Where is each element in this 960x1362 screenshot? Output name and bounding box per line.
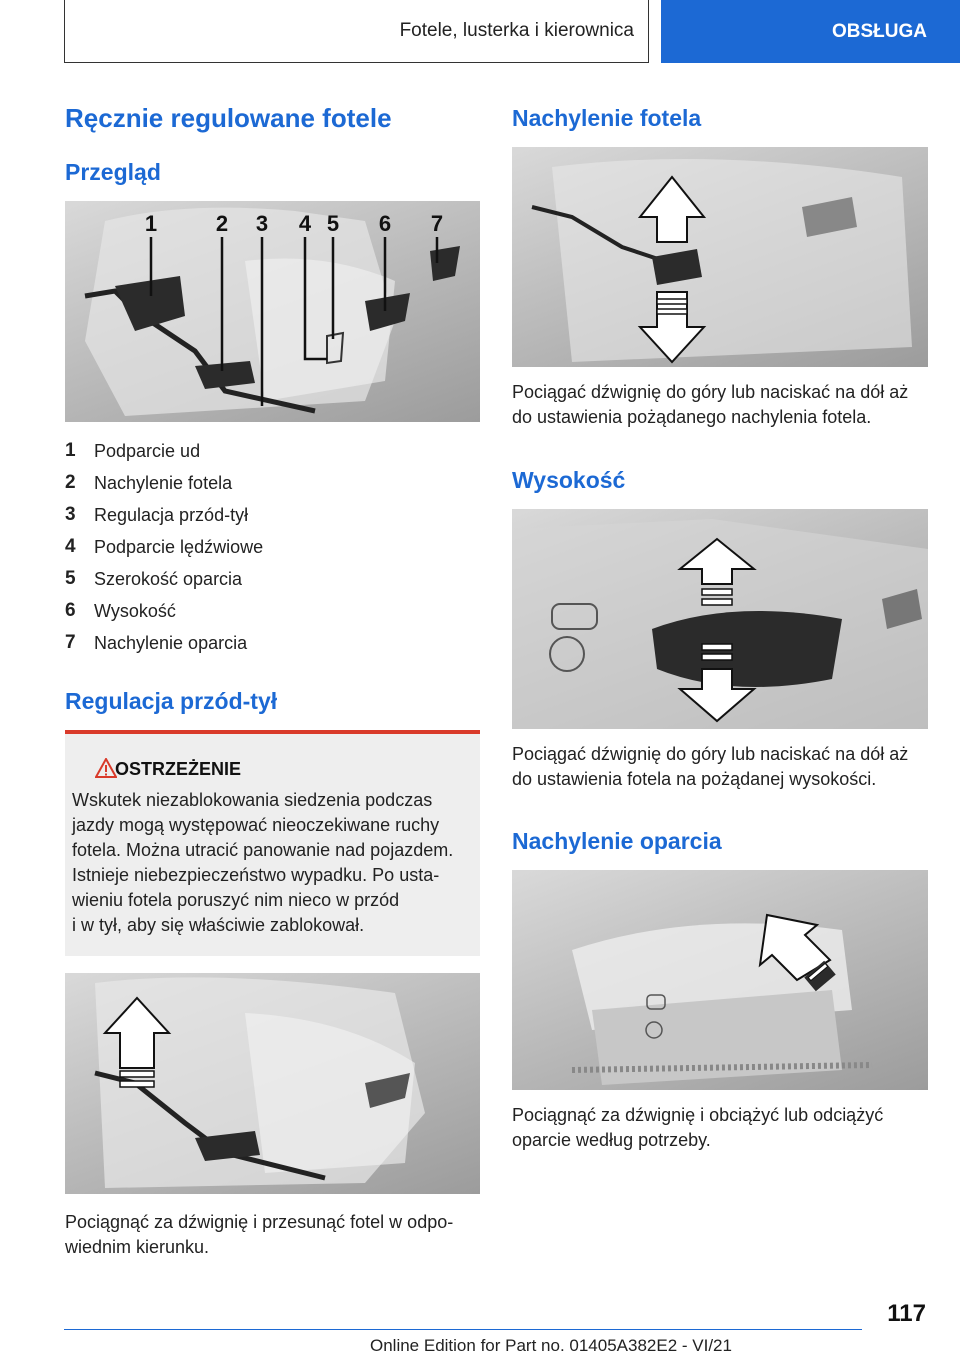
height-heading: Wysokość (512, 467, 626, 493)
tilt-illustration (531, 159, 912, 364)
seat-overview-image: 1 2 3 4 5 6 7 (65, 201, 480, 422)
legend-item: 2 Nachylenie fotela (65, 467, 480, 499)
legend-item: 4 Podparcie lędźwiowe (65, 531, 480, 563)
height-caption: Pociągać dźwignię do góry lub naciskać n… (512, 742, 932, 792)
header-tab-label: OBSŁUGA (832, 20, 927, 42)
legend-label: Regulacja przód-tył (94, 504, 249, 525)
legend-number: 3 (65, 504, 76, 525)
callout-4: 4 (299, 211, 312, 236)
callout-1: 1 (145, 211, 157, 236)
caption-line: do ustawienia pożądanego nachylenia fote… (512, 407, 872, 427)
tilt-caption: Pociągać dźwignię do góry lub naciskać n… (512, 380, 932, 430)
caption-line: Pociągać dźwignię do góry lub naciskać n… (512, 382, 909, 402)
warning-line: i w tył, aby się właściwie zablokował. (72, 915, 365, 935)
fore-aft-arrow (102, 996, 172, 1088)
backrest-illustration (571, 913, 873, 1085)
legend-number: 2 (65, 472, 76, 493)
legend-number: 7 (65, 632, 76, 653)
warning-box: OSTRZEŻENIE Wskutek niezablokowania sied… (65, 730, 480, 956)
fore-aft-caption: Pociągnąć za dźwignię i przesunąć fotel … (65, 1210, 480, 1260)
warning-triangle-icon (95, 758, 117, 778)
warning-line: wieniu fotela poruszyć nim nieco w przód (72, 890, 400, 910)
footer-edition: Online Edition for Part no. 01405A382E2 … (370, 1336, 732, 1355)
legend-label: Szerokość oparcia (94, 568, 243, 589)
caption-line: do ustawienia fotela na pożądanej wysoko… (512, 769, 877, 789)
legend-label: Nachylenie oparcia (94, 632, 248, 653)
overview-heading: Przegląd (65, 159, 161, 185)
legend-label: Nachylenie fotela (94, 472, 233, 493)
caption-line: wiednim kierunku. (65, 1237, 210, 1257)
header-section-label: Fotele, lusterka i kierownica (399, 20, 634, 41)
footer-divider (64, 1329, 862, 1330)
callout-7: 7 (431, 211, 443, 236)
caption-line: Pociągać dźwignię do góry lub naciskać n… (512, 744, 909, 764)
height-illustration (512, 519, 928, 729)
backrest-heading: Nachylenie oparcia (512, 828, 722, 854)
page-title: Ręcznie regulowane fotele (65, 103, 392, 133)
header-section-title: Fotele, lusterka i kierownica (64, 0, 649, 63)
height-image (512, 509, 928, 729)
fore-aft-heading: Regulacja przód-tył (65, 688, 278, 714)
legend-number: 5 (65, 568, 76, 589)
callout-2: 2 (216, 211, 228, 236)
legend-number: 6 (65, 600, 76, 621)
warning-title: OSTRZEŻENIE (115, 759, 242, 779)
caption-line: oparcie według potrzeby. (512, 1130, 711, 1150)
backrest-arrow (758, 913, 836, 992)
tilt-heading: Nachylenie fotela (512, 105, 702, 131)
warning-text: Wskutek niezablokowania siedzenia podcza… (72, 788, 477, 938)
backrest-caption: Pociągnąć za dźwignię i obciążyć lub odc… (512, 1103, 932, 1153)
caption-line: Pociągnąć za dźwignię i obciążyć lub odc… (512, 1105, 884, 1125)
legend-number: 4 (65, 536, 76, 557)
legend-label: Podparcie lędźwiowe (94, 536, 264, 557)
warning-line: Wskutek niezablokowania siedzenia podcza… (72, 790, 433, 810)
fore-aft-image (65, 973, 480, 1194)
legend-label: Podparcie ud (94, 440, 201, 461)
seat-overview-illustration: 1 2 3 4 5 6 7 (84, 207, 460, 416)
warning-line: Istnieje niebezpieczeństwo wypadku. Po u… (72, 865, 440, 885)
caption-line: Pociągnąć za dźwignię i przesunąć fotel … (65, 1212, 454, 1232)
warning-line: jazdy mogą występować nieoczekiwane ruch… (72, 815, 440, 835)
overview-legend: 1 Podparcie ud 2 Nachylenie fotela 3 Reg… (65, 435, 480, 659)
legend-item: 5 Szerokość oparcia (65, 563, 480, 595)
callout-5: 5 (327, 211, 339, 236)
callout-6: 6 (379, 211, 391, 236)
legend-item: 6 Wysokość (65, 595, 480, 627)
height-arrow (677, 537, 757, 723)
tilt-image (512, 147, 928, 367)
legend-label: Wysokość (94, 600, 176, 621)
header-tab-obsluga[interactable]: OBSŁUGA (661, 0, 960, 63)
legend-item: 1 Podparcie ud (65, 435, 480, 467)
callout-3: 3 (256, 211, 268, 236)
warning-line: fotela. Można utracić panowanie nad poja… (72, 840, 454, 860)
backrest-image (512, 870, 928, 1090)
legend-number: 1 (65, 440, 76, 461)
legend-item: 7 Nachylenie oparcia (65, 627, 480, 659)
fore-aft-illustration (94, 977, 425, 1188)
tilt-arrow (637, 175, 707, 364)
page-number: 117 (887, 1300, 926, 1327)
legend-item: 3 Regulacja przód-tył (65, 499, 480, 531)
